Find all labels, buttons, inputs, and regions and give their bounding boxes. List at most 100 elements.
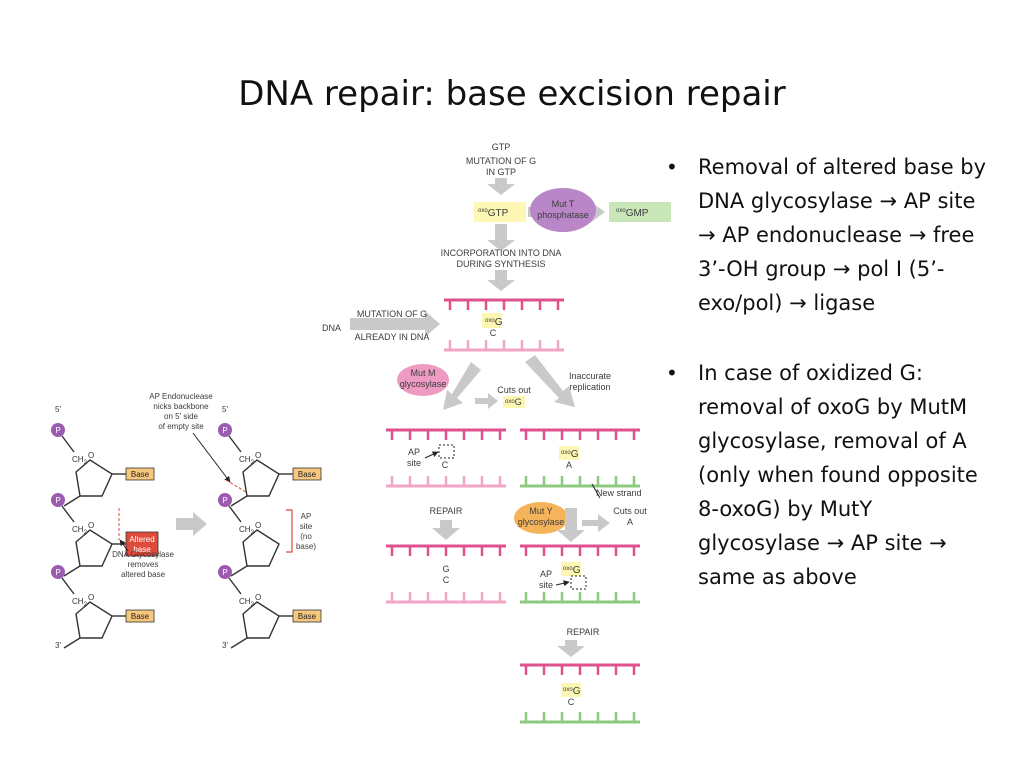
base-g-cut: G	[515, 397, 522, 407]
dna-strands	[386, 298, 640, 724]
mutm-label-2: glycosylase	[400, 379, 447, 389]
ap-site-pointer-1	[424, 451, 439, 459]
strand-final-upper	[520, 663, 640, 675]
oxo-prefix-2: oxo	[616, 208, 626, 214]
phosphate-group	[51, 493, 65, 507]
altered-base-box	[125, 531, 159, 557]
cuts-out-label-muty: Cuts out	[613, 506, 647, 516]
incorporation-label-1: INCORPORATION INTO DNA	[441, 248, 562, 258]
strand-repaired-left-upper	[386, 544, 506, 556]
oxogtp-box	[474, 202, 526, 222]
ap-site-label-1b: site	[407, 458, 421, 468]
gtp-label: GTP	[492, 142, 511, 152]
mutation-already-label-2: ALREADY IN DNA	[355, 332, 430, 342]
bullet-item: • Removal of altered base by DNA glycosy…	[660, 150, 990, 320]
arrow-down-repair-left	[432, 520, 460, 540]
ring-oxygen-label: O	[88, 593, 94, 602]
base-box	[125, 609, 155, 623]
backbone-figure: 5' 3' 5' 3' PCH2OBasePCH2OAlteredbasePCH…	[51, 392, 322, 650]
bullet-dot: •	[666, 361, 678, 385]
strand-muty-upper	[520, 544, 640, 556]
strand-repaired-left-lower	[386, 592, 506, 604]
altered-base-label-1: Altered	[129, 535, 154, 544]
oxo-prefix: oxo	[478, 208, 488, 214]
bullet-dot: •	[666, 155, 678, 179]
ap-site-label-2b: site	[539, 580, 553, 590]
glycosylase-pointer	[119, 539, 129, 552]
ring-oxygen-label: O	[255, 451, 261, 460]
phosphate-label: P	[55, 496, 60, 505]
sugar-ring	[75, 601, 113, 639]
sugar-ring	[242, 529, 280, 567]
strand-muty-lower	[520, 592, 640, 604]
svg-text:oxoG: oxoG	[563, 686, 581, 697]
base-box	[125, 467, 155, 481]
ap-site-note-4: base)	[296, 542, 316, 551]
sugar-ring	[75, 459, 113, 497]
base-label: Base	[298, 612, 317, 621]
phosphate-label: P	[222, 496, 227, 505]
phosphate-label: P	[222, 568, 227, 577]
oxogmp-box	[609, 202, 671, 222]
svg-text:oxoG: oxoG	[561, 449, 579, 460]
glycosylase-note-2: removes	[128, 560, 159, 569]
base-a-mid: A	[566, 460, 572, 470]
ap-site-label-1a: AP	[408, 447, 420, 457]
strand-left-upper	[386, 428, 506, 440]
nucleotide-units: PCH2OBasePCH2OAlteredbasePCH2OBasePCH2OB…	[51, 423, 322, 649]
phosphate-label: P	[222, 426, 227, 435]
five-prime-right: 5'	[222, 405, 228, 414]
base-c-bottom: C	[568, 697, 575, 707]
new-strand-pointer	[591, 483, 601, 499]
mutm-glycosylase-enzyme	[397, 364, 449, 396]
repair-label-right: REPAIR	[567, 627, 600, 637]
sugar-ring	[242, 601, 280, 639]
phosphate-group	[51, 565, 65, 579]
mutation-already-label-1: MUTATION OF G	[357, 309, 427, 319]
arrow-down-left-mutm	[443, 362, 481, 410]
arrow-right-mutation	[350, 311, 440, 337]
arrow-down-incorporation	[487, 224, 515, 251]
mutt-phosphatase-enzyme	[530, 188, 596, 232]
base-label: Base	[131, 470, 150, 479]
mutation-in-gtp-label-2: IN GTP	[486, 167, 516, 177]
arrow-down-repair-right	[557, 640, 585, 657]
bullet-text-1: Removal of altered base by DNA glycosyla…	[698, 155, 987, 315]
strand-right-lower	[520, 476, 640, 488]
incorporation-label-2: DURING SYNTHESIS	[456, 259, 545, 269]
bullet-text-2: In case of oxidized G: removal of oxoG b…	[698, 361, 978, 589]
oxog-box-cut	[503, 396, 525, 408]
base-g-bottom: G	[573, 686, 581, 697]
sugar-ring	[242, 459, 280, 497]
oxog-box-bottom	[561, 683, 581, 697]
base-c-top: C	[490, 328, 497, 338]
oxo-prefix-5: oxo	[561, 450, 571, 456]
oxo-prefix-3: oxo	[485, 318, 495, 324]
base-g-repaired-left: G	[442, 564, 449, 574]
ap-site-note-2: site	[300, 522, 313, 531]
ap-site-note-1: AP	[301, 512, 312, 521]
base-g-lower: G	[573, 565, 581, 576]
inaccurate-label-2: replication	[569, 382, 610, 392]
phosphate-group	[218, 565, 232, 579]
new-strand-label: New strand	[596, 488, 642, 498]
three-prime-right: 3'	[222, 641, 228, 650]
arrow-cuts-out-muty	[582, 514, 610, 532]
endonuclease-pointer	[192, 432, 231, 483]
glycosylase-note-1: DNA Glycosylase	[112, 550, 174, 559]
ring-oxygen-label: O	[255, 593, 261, 602]
strand-top-lower	[444, 340, 564, 352]
arrow-down-right-replication	[525, 355, 575, 407]
empty-base-box-2	[570, 575, 587, 590]
base-box	[292, 609, 322, 623]
phosphate-group	[218, 423, 232, 437]
oxog-box-lower	[561, 562, 581, 576]
svg-text:oxoG: oxoG	[505, 397, 522, 407]
altered-base-label-2: base	[133, 545, 151, 554]
gtp-suffix: GTP	[488, 208, 509, 219]
